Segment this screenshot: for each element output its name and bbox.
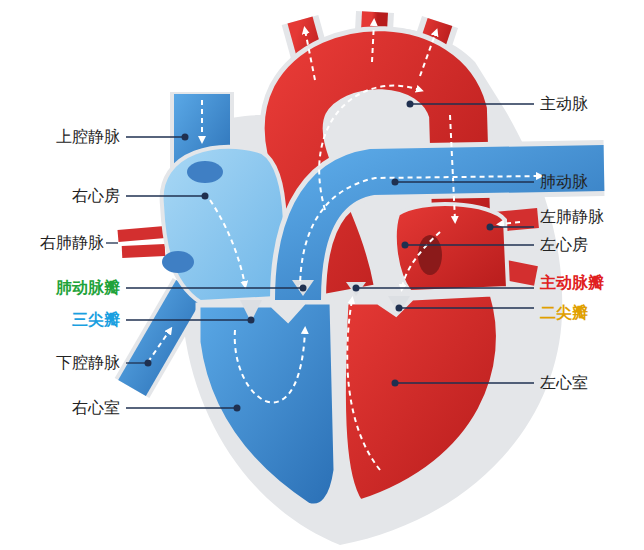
vessel-label: 左肺静脉 <box>540 207 604 227</box>
valve-label: 三尖瓣 <box>72 310 120 330</box>
valve-label: 二尖瓣 <box>540 303 588 323</box>
chamber-label: 右心房 <box>72 186 120 206</box>
chamber-label: 左心室 <box>540 373 588 393</box>
chamber-label: 右心室 <box>72 398 120 418</box>
vessel-label: 上腔静脉 <box>56 127 120 147</box>
vessel-label: 右肺静脉 <box>40 233 104 253</box>
vessel-label: 肺动脉 <box>540 172 588 192</box>
valve-label: 主动脉瓣 <box>540 273 604 293</box>
valve-label: 肺动脉瓣 <box>56 278 120 298</box>
chamber-label: 左心房 <box>540 235 588 255</box>
vessel-label: 下腔静脉 <box>56 353 120 373</box>
vessel-label: 主动脉 <box>540 94 588 114</box>
